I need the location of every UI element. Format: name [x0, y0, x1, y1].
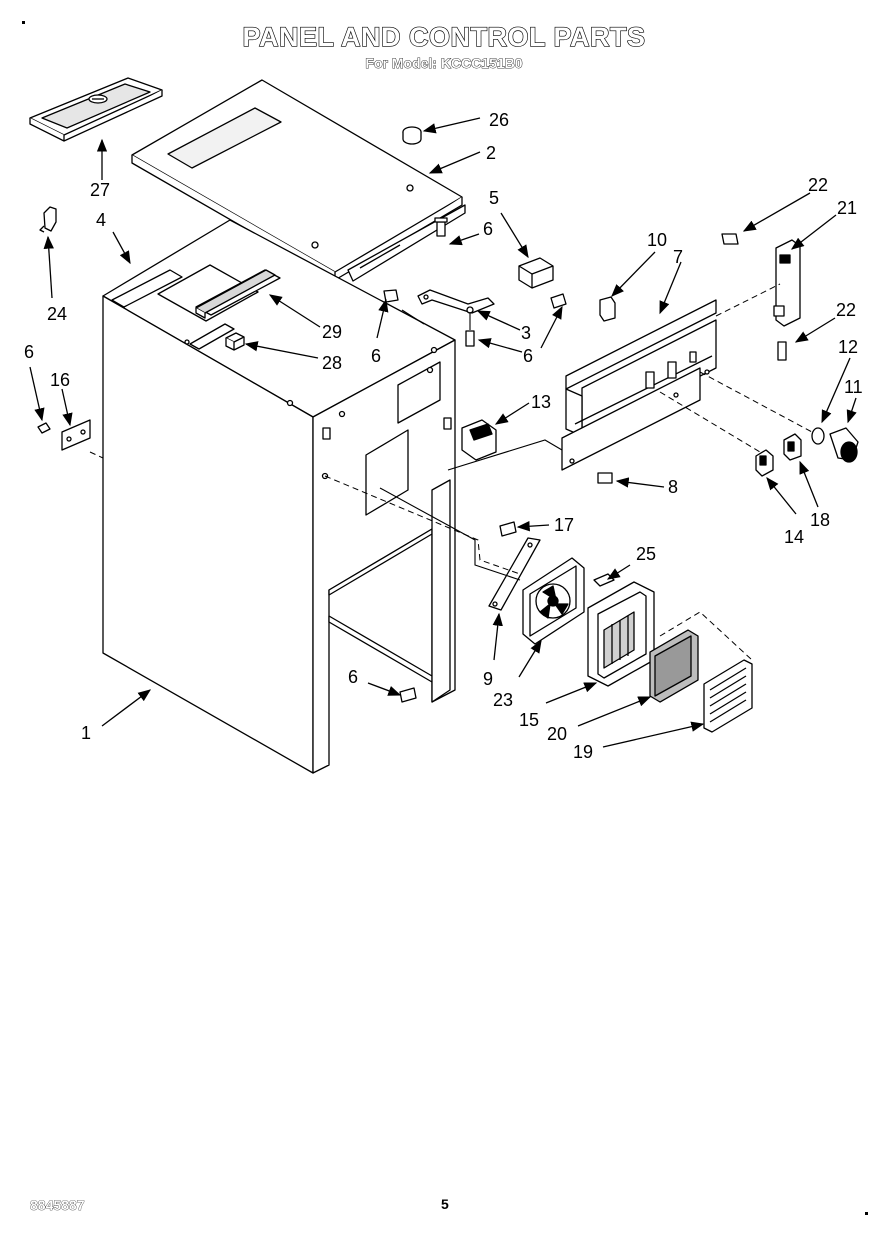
part-10-holder — [599, 296, 616, 322]
part-21-side-bracket — [773, 239, 801, 327]
part-9-fan-bracket — [488, 537, 541, 611]
callout-28: 28 — [322, 353, 342, 373]
callout-17: 17 — [554, 515, 574, 535]
callout-21: 21 — [837, 198, 857, 218]
page-title: PANEL AND CONTROL PARTS — [242, 21, 646, 52]
callout-2: 2 — [486, 143, 496, 163]
callout-19: 19 — [573, 742, 593, 762]
callout-7: 7 — [673, 247, 683, 267]
part-29-terminal-strip — [195, 269, 276, 319]
part-24-clip — [39, 206, 57, 233]
callout-6-strap: 6 — [523, 346, 533, 366]
part-11-knob — [829, 427, 859, 463]
callout-3: 3 — [521, 323, 531, 343]
part-5-bracket — [518, 257, 554, 289]
part-3-strap — [417, 289, 495, 314]
callout-6-left: 6 — [24, 342, 34, 362]
callout-23: 23 — [493, 690, 513, 710]
part-16-bracket — [61, 419, 91, 451]
part-23-fan — [522, 557, 585, 645]
scan-speck — [865, 1212, 868, 1215]
callout-24: 24 — [47, 304, 67, 324]
part-7-control-bracket — [561, 299, 717, 471]
part-19-grille — [703, 659, 753, 733]
callout-16: 16 — [50, 370, 70, 390]
part-13-rocker-switch — [461, 419, 497, 461]
callout-11: 11 — [844, 377, 863, 397]
part-1-cabinet — [102, 219, 456, 774]
callout-4: 4 — [96, 210, 106, 230]
part-25-clip — [593, 573, 615, 587]
callout-29: 29 — [322, 322, 342, 342]
callout-6-cabinet-top: 6 — [371, 346, 381, 366]
part-20-filter — [649, 629, 699, 703]
callout-8: 8 — [668, 477, 678, 497]
part-22-screws — [721, 233, 787, 361]
part-18-switch — [783, 433, 802, 461]
callout-22-bottom: 22 — [836, 300, 856, 320]
callout-5: 5 — [489, 188, 499, 208]
callout-6-bottom: 6 — [348, 667, 358, 687]
callout-1: 1 — [81, 723, 91, 743]
callout-14: 14 — [784, 527, 804, 547]
callout-18: 18 — [810, 510, 830, 530]
callout-9: 9 — [483, 669, 493, 689]
callout-13: 13 — [531, 392, 551, 412]
callout-15: 15 — [519, 710, 539, 730]
part-28-relay — [225, 332, 245, 351]
part-14-switch — [755, 449, 774, 477]
callout-26: 26 — [489, 110, 509, 130]
callout-25: 25 — [636, 544, 656, 564]
model-subtitle: For Model: KCCC151B0 — [365, 55, 523, 72]
callout-6-top: 6 — [483, 219, 493, 239]
part-15-fan-housing — [587, 581, 655, 687]
part-27-panel-cover — [29, 77, 163, 142]
callout-22-top: 22 — [808, 175, 828, 195]
scan-speck — [22, 21, 25, 24]
callout-10: 10 — [647, 230, 667, 250]
part-12-knob-insert — [811, 427, 825, 445]
callout-20: 20 — [547, 724, 567, 744]
part-17-screw — [499, 521, 517, 537]
page-number: 5 — [441, 1196, 449, 1212]
part-26-plug — [402, 126, 422, 145]
document-number: 8845887 — [30, 1197, 85, 1214]
callout-27: 27 — [90, 180, 110, 200]
callout-12: 12 — [838, 337, 858, 357]
